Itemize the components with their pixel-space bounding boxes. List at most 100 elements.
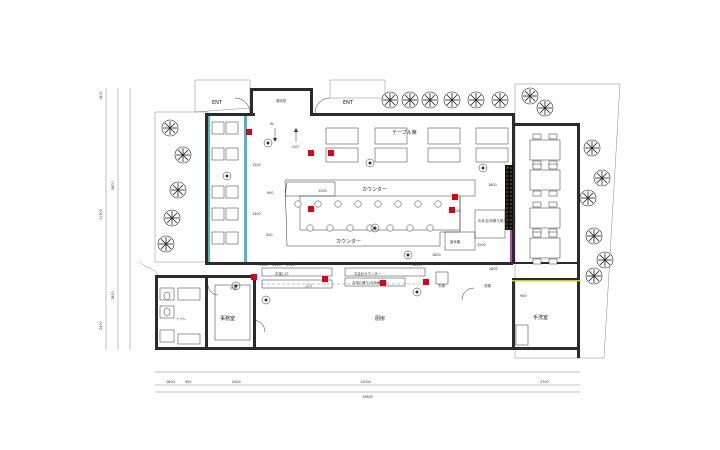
chair <box>532 163 542 170</box>
column-marker <box>449 207 455 213</box>
booth-seat <box>211 121 225 135</box>
dim-inner-label: 1800 <box>432 253 441 257</box>
chair <box>532 258 542 265</box>
counter-stool <box>366 224 374 232</box>
person-symbol <box>403 250 413 260</box>
tree-branch <box>470 94 477 101</box>
toilet-area: トイレ <box>159 287 201 345</box>
dim-inner-label: 2800 <box>489 267 498 271</box>
tree-branch <box>166 217 173 224</box>
tree-branch <box>429 99 436 106</box>
tree-branch <box>404 99 411 106</box>
dim-inner-label: 900 <box>520 294 526 298</box>
counter-stool <box>294 200 302 208</box>
tree-branch <box>529 95 536 102</box>
cashier-label: お会計カウンター <box>354 271 382 276</box>
tree-branch <box>529 90 536 97</box>
dim-left-label: 5800 <box>111 181 115 190</box>
dim-inner-label: 3100 <box>286 263 295 267</box>
tree-branch <box>593 235 600 242</box>
office-label: 事務室 <box>220 315 235 322</box>
dispatch-area: お弁当/持帰り用スペース 製氷機 <box>444 209 517 251</box>
tree-branch <box>588 275 595 282</box>
person-symbol <box>231 281 241 291</box>
tree-branch <box>591 142 598 149</box>
dim-inner-label: 1200 <box>452 209 461 213</box>
service-strip: お渡し口 入口 お会計カウンター お持ち帰り/お持帰り用 お湯 洗場 <box>261 267 491 301</box>
tree-branch <box>475 99 482 106</box>
table-top <box>374 127 408 145</box>
booth-table <box>225 185 239 199</box>
tree-branch <box>384 94 391 101</box>
tree-branch <box>599 254 606 261</box>
right-tables <box>529 133 561 265</box>
tree-branch <box>446 99 453 106</box>
column-marker <box>308 206 314 212</box>
table-top <box>529 207 561 229</box>
dimension-lines: 19800 <box>105 88 580 399</box>
counter-stool <box>306 224 314 232</box>
table-top <box>529 237 561 259</box>
table-top <box>427 147 461 163</box>
counter-stool <box>394 200 402 208</box>
column-marker <box>308 150 314 156</box>
tree-branch <box>451 99 458 106</box>
person-symbol <box>222 171 232 181</box>
dim-left-label: 1800 <box>111 291 115 300</box>
kitchen-label: 厨房 <box>375 315 385 322</box>
tree-branch <box>166 212 173 219</box>
dim-left-label: 11300 <box>99 209 103 220</box>
column-marker <box>322 276 328 282</box>
equipment-label: 製氷機 <box>450 239 461 244</box>
tree-branch <box>165 238 172 245</box>
column-markers <box>246 129 458 286</box>
booth-table <box>225 207 239 221</box>
tree-branch <box>494 94 501 101</box>
left-booths <box>211 121 239 245</box>
tree-branch <box>599 259 606 266</box>
tree-branch <box>582 197 589 204</box>
tree-branch <box>160 238 167 245</box>
tree-branch <box>451 94 458 101</box>
counter-stool <box>346 224 354 232</box>
people-symbols <box>222 138 488 305</box>
tree-branch <box>588 270 595 277</box>
tree-branch <box>172 189 179 196</box>
person-head <box>406 253 410 257</box>
tree-branch <box>601 177 608 184</box>
dim-inner-label: 900 <box>267 191 273 195</box>
person-head <box>266 141 270 145</box>
counter-stool <box>434 200 442 208</box>
lower-rooms: 事務室 小部 厨房 手洗室 <box>207 284 548 346</box>
dim-inner-label: 1100 <box>272 263 281 267</box>
dim-inner-label: 1600 <box>488 183 497 187</box>
entrance-right-label: ENT <box>343 100 354 106</box>
tree-branch <box>544 107 551 114</box>
tree-branch <box>160 243 167 250</box>
tree-branch <box>470 99 477 106</box>
flow-arrows: IN OUT <box>270 122 300 149</box>
dim-inner-label: 500 <box>266 233 272 237</box>
person-symbol <box>412 287 422 297</box>
person-symbol <box>261 295 271 305</box>
tree-branch <box>182 149 189 156</box>
dim-left-label: 1800 <box>99 91 103 100</box>
tree-branch <box>177 184 184 191</box>
counter-stool <box>406 224 414 232</box>
person-head <box>373 226 377 230</box>
booth-seat <box>211 207 225 221</box>
tree-branch <box>593 275 600 282</box>
counter-stool <box>414 200 422 208</box>
counter-stool <box>426 224 434 232</box>
column-marker <box>380 280 386 286</box>
tree-branch <box>588 230 595 237</box>
tree-branch <box>587 197 594 204</box>
staff-room-label: 手洗室 <box>533 314 548 321</box>
dim-inner-label: 1500 <box>259 263 268 267</box>
dim-bottom-label: 12000 <box>360 380 371 384</box>
dim-total: 19800 <box>362 395 373 399</box>
booth-table <box>225 121 239 135</box>
tree-branch <box>586 142 593 149</box>
